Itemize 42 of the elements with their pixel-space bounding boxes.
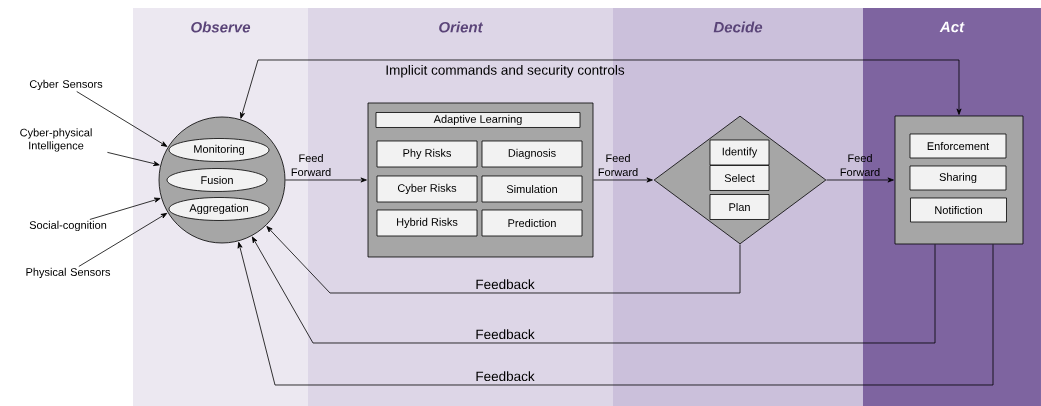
arrow — [78, 212, 168, 267]
edge-label: Feedback — [476, 371, 535, 382]
arrow — [266, 226, 741, 294]
arrow — [240, 59, 962, 119]
input-label: Social-cognition — [29, 220, 107, 232]
arrow — [76, 91, 168, 147]
input-label: Cyber Sensors — [29, 79, 103, 91]
function-box: Plan — [709, 194, 770, 220]
edge-label: Feed Forward — [291, 154, 331, 177]
function-box: Hybrid Risks — [376, 209, 478, 237]
function-box: Select — [709, 165, 770, 191]
arrow — [237, 241, 994, 386]
function-box: Phy Risks — [376, 140, 478, 168]
function-oval: Aggregation — [168, 197, 270, 221]
function-box: Diagnosis — [481, 140, 583, 168]
edge-label: Feedback — [476, 329, 535, 340]
function-box: Sharing — [909, 165, 1007, 191]
input-label: Cyber-physical Intelligence — [20, 128, 92, 152]
function-box: Adaptive Learning — [375, 112, 581, 128]
arrow — [107, 151, 160, 166]
function-oval: Fusion — [166, 168, 268, 192]
arrow — [251, 236, 936, 344]
function-box: Notifiction — [910, 197, 1007, 223]
edge-label: Feed Forward — [598, 154, 638, 177]
arrow — [826, 177, 894, 183]
arrow — [285, 177, 367, 183]
phase-heading: Act — [939, 21, 965, 33]
arrow — [89, 197, 161, 220]
input-label: Physical Sensors — [26, 267, 111, 279]
function-box: Identify — [709, 139, 770, 166]
phase-heading: Observe — [191, 21, 251, 33]
phase-heading: Orient — [439, 21, 484, 33]
function-box: Prediction — [481, 209, 583, 237]
phase-heading: Decide — [713, 21, 763, 33]
arrow — [593, 177, 653, 183]
function-box: Simulation — [481, 175, 583, 203]
function-box: Cyber Risks — [376, 175, 478, 203]
edge-label: Feedback — [476, 279, 535, 290]
edge-label: Feed Forward — [840, 154, 880, 177]
edge-label: Implicit commands and security controls — [386, 64, 625, 78]
function-box: Enforcement — [909, 133, 1007, 159]
function-oval: Monitoring — [168, 138, 270, 162]
